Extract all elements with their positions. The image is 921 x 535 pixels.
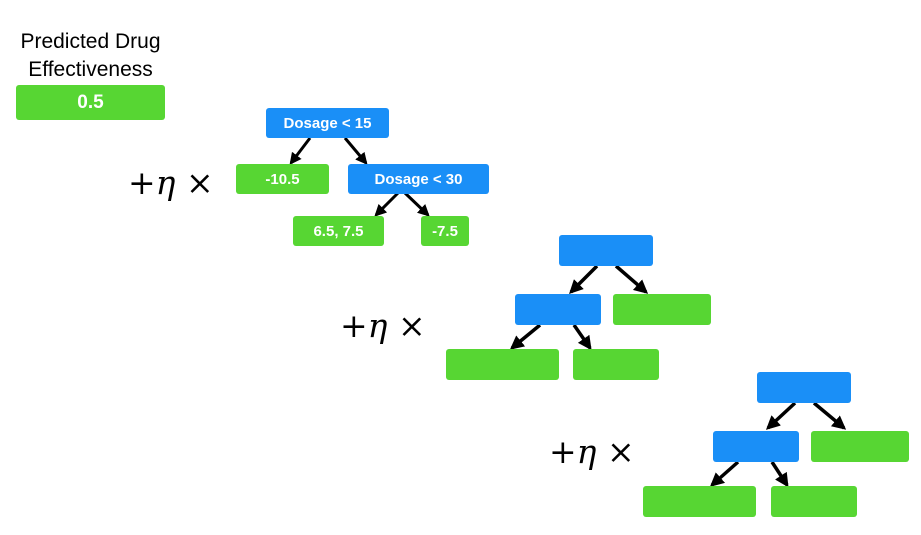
plus-sign: + (340, 306, 368, 345)
edge-arrow (343, 137, 368, 165)
tree-2-inner-left-leaf (446, 349, 559, 380)
learning-rate-operator-2: +η × (340, 309, 426, 342)
edge-arrow (509, 323, 542, 350)
edge-arrow (572, 324, 592, 351)
tree-2-inner-split (515, 294, 601, 325)
times-sign: × (185, 163, 214, 202)
learning-rate-operator-1: +η × (128, 166, 214, 199)
tree-2-right-leaf (613, 294, 711, 325)
learning-rate-operator-3: +η × (549, 435, 635, 468)
caption-line-1: Predicted Drug (20, 30, 161, 53)
edge-arrow (569, 264, 599, 294)
times-sign: × (606, 432, 635, 471)
tree-3-right-leaf (811, 431, 909, 462)
plus-sign: + (549, 432, 577, 471)
plus-sign: + (128, 163, 156, 202)
tree-1-left-leaf: -10.5 (236, 164, 329, 194)
edge-arrow (770, 461, 789, 488)
times-sign: × (397, 306, 426, 345)
tree-3-inner-left-leaf (643, 486, 756, 517)
initial-prediction-value: 0.5 (16, 85, 165, 120)
tree-1-root-split: Dosage < 15 (266, 108, 389, 138)
tree-2-root-split (559, 235, 653, 266)
tree-3-inner-split (713, 431, 799, 462)
initial-prediction-caption: Predicted Drug Effectiveness (0, 28, 181, 84)
tree-3-inner-right-leaf (771, 486, 857, 517)
edge-arrow (765, 401, 797, 430)
edge-arrow (614, 264, 649, 294)
tree-1-inner-right-leaf: -7.5 (421, 216, 469, 246)
tree-2-inner-right-leaf (573, 349, 659, 380)
edge-arrow (709, 460, 740, 487)
eta-symbol: η (576, 432, 597, 471)
edge-arrow (812, 401, 847, 430)
edge-arrow (374, 191, 400, 217)
tree-3-root-split (757, 372, 851, 403)
eta-symbol: η (367, 306, 388, 345)
eta-symbol: η (155, 163, 176, 202)
edge-arrow (403, 191, 430, 217)
tree-1-inner-left-leaf: 6.5, 7.5 (293, 216, 384, 246)
tree-1-inner-split: Dosage < 30 (348, 164, 489, 194)
caption-line-2: Effectiveness (28, 58, 153, 81)
edge-arrow (289, 137, 312, 165)
